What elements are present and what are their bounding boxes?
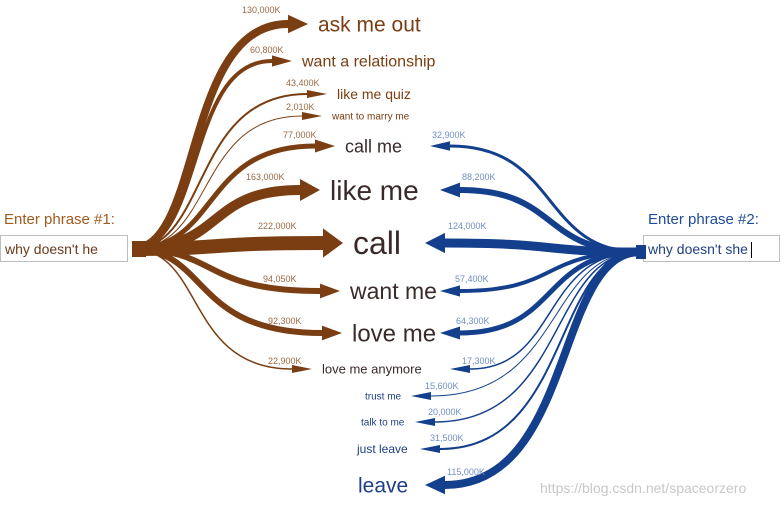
right-count-love-me-anymore: 17,300K <box>462 356 496 366</box>
left-junction <box>132 241 146 257</box>
right-count-just-leave: 31,500K <box>430 433 464 443</box>
phrase-just-leave: just leave <box>356 442 408 456</box>
left-arrow-like-me <box>300 179 320 201</box>
right-count-trust-me: 15,600K <box>425 381 459 391</box>
phrase-1-label: Enter phrase #1: <box>4 211 115 228</box>
text-caret <box>750 242 752 259</box>
right-arrow-trust-me <box>411 392 431 400</box>
left-flow-ask-me-out <box>131 20 289 253</box>
phrase-want-to-marry-me: want to marry me <box>331 112 410 123</box>
right-count-leave: 115,000K <box>447 467 485 477</box>
left-count-love-me-anymore: 22,900K <box>268 356 302 366</box>
right-arrow-love-me <box>440 326 460 340</box>
right-flow-love-me-anymore <box>469 251 641 370</box>
left-count-ask-me-out: 130,000K <box>242 5 281 15</box>
left-arrow-want-a-relationship <box>272 55 292 67</box>
right-arrow-leave <box>425 475 445 495</box>
left-count-want-me: 94,050K <box>263 274 297 284</box>
left-count-call-me: 77,000K <box>283 130 317 140</box>
right-flow-call <box>444 238 641 257</box>
phrase-talk-to-me: talk to me <box>361 418 405 429</box>
right-arrow-like-me <box>440 182 460 198</box>
phrase-ask-me-out: ask me out <box>318 13 421 36</box>
left-arrow-call <box>323 228 343 258</box>
right-count-like-me: 88,200K <box>462 172 496 182</box>
right-arrow-want-me <box>440 285 460 297</box>
left-arrow-call-me <box>315 139 335 153</box>
phrase-want-me: want me <box>349 278 437 304</box>
right-count-call: 124,000K <box>448 221 487 231</box>
left-count-want-to-marry-me: 2,010K <box>286 102 315 112</box>
phrase-love-me: love me <box>352 320 436 347</box>
right-flow-trust-me <box>430 251 641 397</box>
right-count-want-me: 57,400K <box>455 274 489 284</box>
left-flow-love-me-anymore <box>131 248 293 370</box>
left-arrow-love-me <box>322 325 342 341</box>
left-arrow-ask-me-out <box>288 14 308 34</box>
right-arrow-talk-to-me <box>415 418 435 426</box>
left-arrow-want-me <box>320 283 340 299</box>
left-count-want-a-relationship: 60,800K <box>250 45 284 55</box>
left-arrow-love-me-anymore <box>292 365 312 373</box>
left-count-love-me: 92,300K <box>268 316 302 326</box>
left-flow-like-me-quiz <box>131 93 308 250</box>
right-junction <box>636 245 646 259</box>
right-arrow-call <box>425 232 445 254</box>
right-count-talk-to-me: 20,000K <box>428 407 462 417</box>
phrase-leave: leave <box>358 474 408 497</box>
phrase-call-me: call me <box>345 136 402 156</box>
right-count-love-me: 64,300K <box>456 316 490 326</box>
left-flow-want-a-relationship <box>131 59 273 251</box>
right-flow-call-me <box>449 144 641 254</box>
phrase-like-me-quiz: like me quiz <box>337 86 411 102</box>
left-count-like-me-quiz: 43,400K <box>286 78 320 88</box>
phrase-2-label: Enter phrase #2: <box>648 211 759 228</box>
right-arrow-call-me <box>430 141 450 151</box>
phrase-want-a-relationship: want a relationship <box>301 54 436 71</box>
phrase-love-me-anymore: love me anymore <box>322 362 422 377</box>
left-count-like-me: 163,000K <box>246 172 285 182</box>
phrase-trust-me: trust me <box>365 392 402 403</box>
watermark: https://blog.csdn.net/spaceorzero <box>540 480 747 496</box>
phrase-1-input[interactable]: why doesn't he <box>0 235 128 262</box>
phrase-call: call <box>353 225 401 261</box>
left-arrow-want-to-marry-me <box>302 112 322 120</box>
right-flow-leave <box>444 248 641 489</box>
left-flow-love-me <box>131 246 323 336</box>
left-count-call: 222,000K <box>258 221 297 231</box>
left-arrow-like-me-quiz <box>307 90 327 98</box>
phrase-2-value: why doesn't she <box>648 241 748 257</box>
right-count-call-me: 32,900K <box>432 130 466 140</box>
right-flow-love-me <box>459 249 641 336</box>
phrase-2-input[interactable]: why doesn't she <box>643 235 780 262</box>
right-arrow-love-me-anymore <box>450 365 470 373</box>
right-arrow-just-leave <box>420 445 440 453</box>
phrase-like-me: like me <box>330 175 419 206</box>
